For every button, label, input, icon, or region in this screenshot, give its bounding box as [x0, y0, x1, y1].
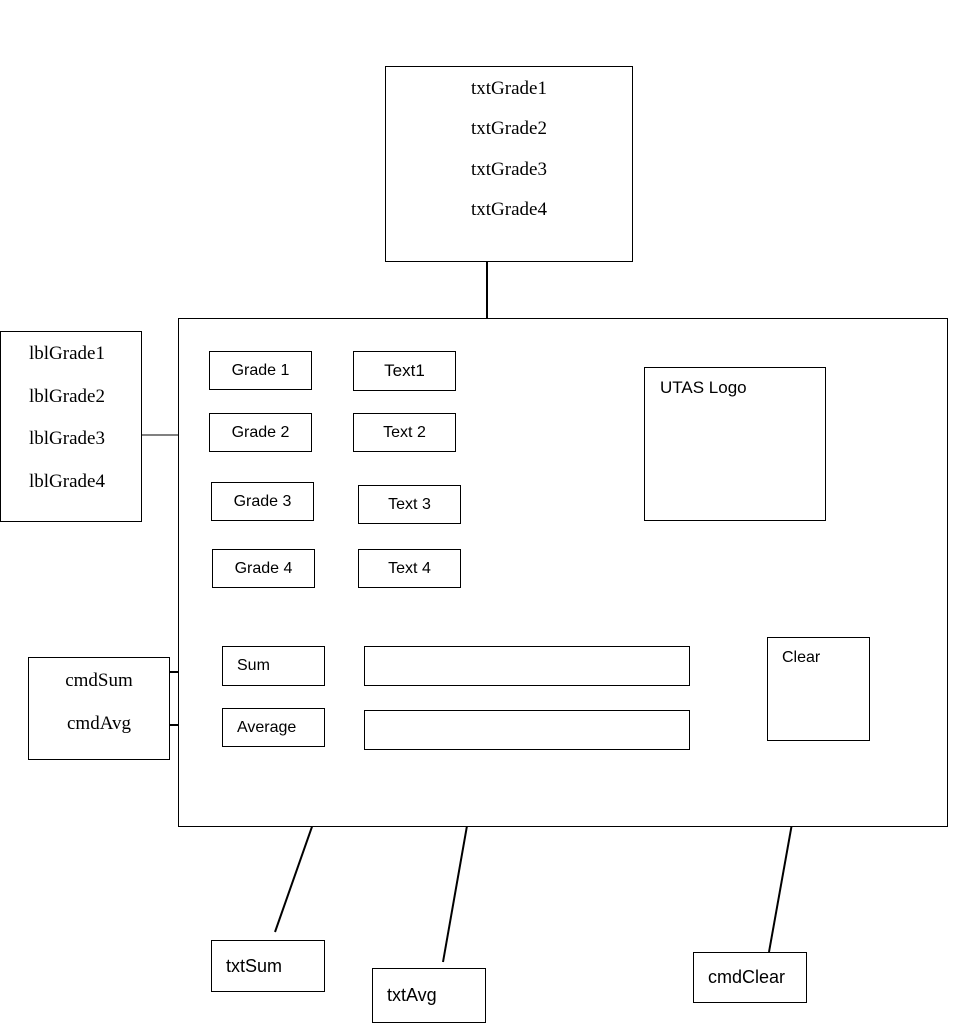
callout-cmdclear: cmdClear: [693, 952, 807, 1003]
label-grade4: Grade 4: [212, 549, 315, 588]
average-output-field[interactable]: [364, 710, 690, 750]
callout-cmdsum: cmdSum: [65, 670, 133, 691]
callout-txtgrade4: txtGrade4: [471, 199, 547, 220]
callout-lblgrade4: lblGrade4: [29, 471, 105, 492]
label-grade1: Grade 1: [209, 351, 312, 390]
callout-lblgrade2: lblGrade2: [29, 386, 105, 407]
text-field-2[interactable]: Text 2: [353, 413, 456, 452]
logo-label: UTAS Logo: [660, 378, 747, 397]
label-grade3: Grade 3: [211, 482, 314, 521]
callout-lblgrade1: lblGrade1: [29, 343, 105, 364]
callout-cmdavg: cmdAvg: [66, 713, 132, 734]
callout-txtgrade2: txtGrade2: [471, 118, 547, 139]
average-button[interactable]: Average: [222, 708, 325, 747]
callout-lblgrade3: lblGrade3: [29, 428, 105, 449]
clear-button[interactable]: Clear: [767, 637, 870, 741]
sum-output-field[interactable]: [364, 646, 690, 686]
callout-txtgrade1: txtGrade1: [471, 78, 547, 99]
callout-txtsum: txtSum: [211, 940, 325, 992]
label-grade2: Grade 2: [209, 413, 312, 452]
logo-placeholder: UTAS Logo: [644, 367, 826, 521]
lblgrade-callout: lblGrade1 lblGrade2 lblGrade3 lblGrade4: [0, 331, 142, 522]
sum-button[interactable]: Sum: [222, 646, 325, 686]
txtgrade-callout: txtGrade1 txtGrade2 txtGrade3 txtGrade4: [385, 66, 633, 262]
callout-txtgrade3: txtGrade3: [471, 159, 547, 180]
text-field-4[interactable]: Text 4: [358, 549, 461, 588]
clear-button-label: Clear: [782, 649, 821, 666]
text-field-1[interactable]: Text1: [353, 351, 456, 391]
callout-txtavg: txtAvg: [372, 968, 486, 1023]
cmd-callout: cmdSum cmdAvg: [28, 657, 170, 760]
text-field-3[interactable]: Text 3: [358, 485, 461, 524]
